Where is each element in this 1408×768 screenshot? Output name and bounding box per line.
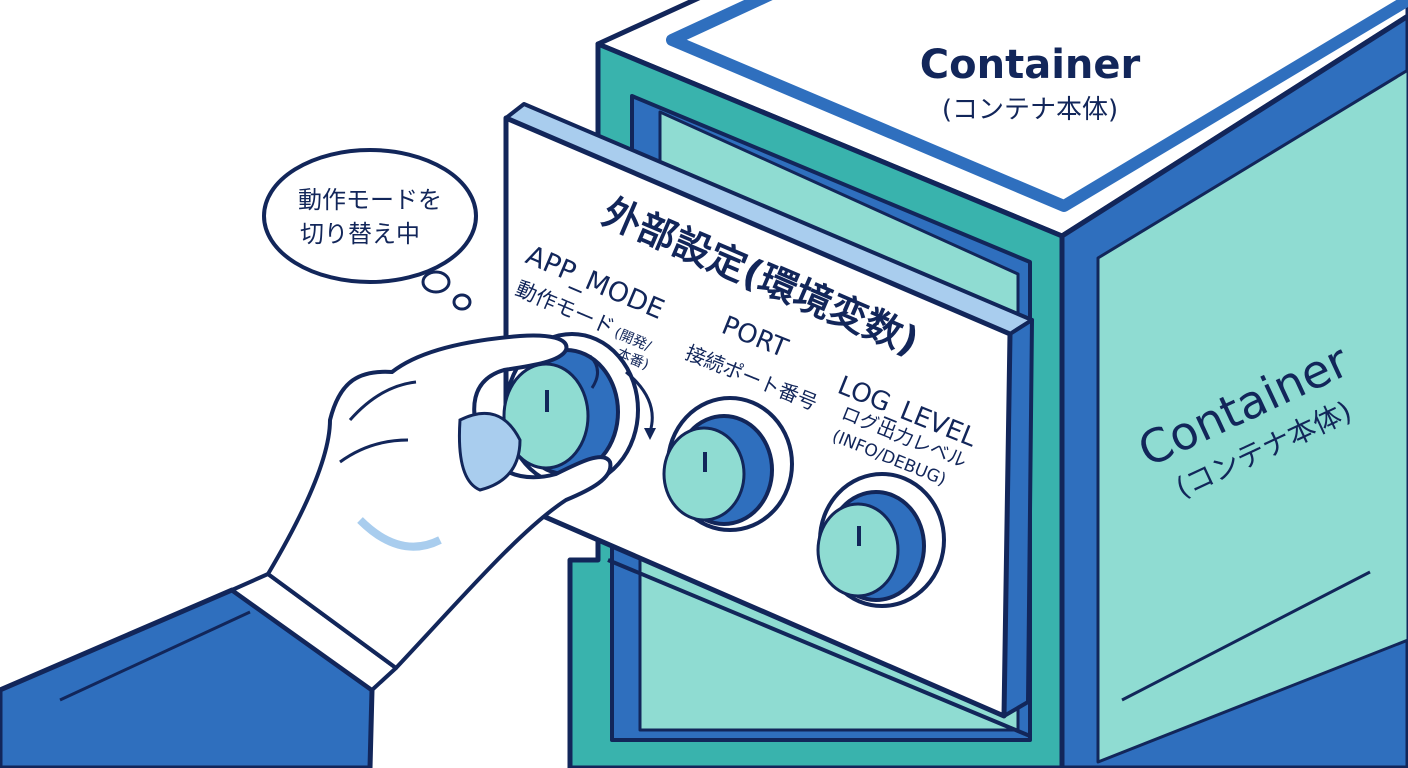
thought-bubble-body (262, 148, 478, 284)
thought-bubble-line1: 動作モードを (298, 186, 442, 214)
container-side-inner (1096, 68, 1408, 764)
container-front-edge (607, 558, 1031, 738)
container-top-rim (666, 0, 1408, 212)
container-top-label: Container (920, 42, 1141, 88)
thought-bubble-line2: 切り替え中 (300, 220, 420, 248)
container-side-line (1121, 570, 1371, 702)
thought-bubble-dot-small (452, 293, 472, 311)
sleeve (0, 587, 375, 768)
container-top-sublabel: (コンテナ本体) (942, 95, 1118, 125)
thought-bubble-dot-large (421, 270, 451, 294)
thought-bubble: 動作モードを 切り替え中 (262, 148, 478, 311)
hand-arm (0, 333, 613, 768)
glove (266, 333, 613, 670)
knob-log-level[interactable] (816, 472, 946, 608)
knob-port[interactable] (662, 396, 794, 532)
config-panel: 外部設定(環境変数) APP_MODE 動作モード (開発/ 本番) PORT … (502, 102, 1034, 719)
rotate-arrow-icon (625, 370, 654, 433)
